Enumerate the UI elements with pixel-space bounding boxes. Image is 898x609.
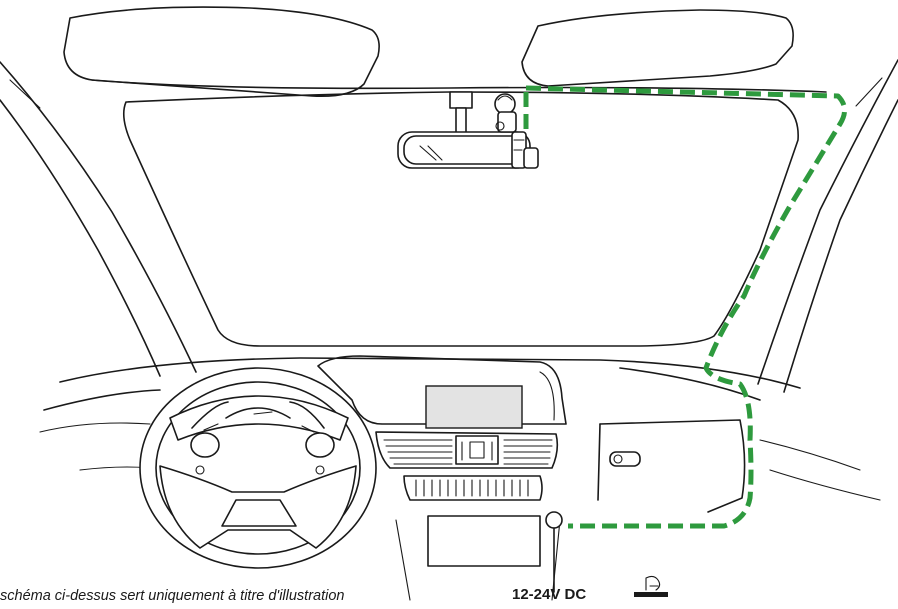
power-socket xyxy=(546,512,562,528)
air-vents xyxy=(376,432,557,468)
control-panel xyxy=(404,476,542,500)
cable-route xyxy=(526,88,845,526)
infotainment-screen xyxy=(426,386,522,428)
left-sun-visor xyxy=(64,7,379,96)
storage-tray xyxy=(428,516,540,566)
dashboard-top xyxy=(60,358,800,388)
cigarette-lighter-icon xyxy=(634,576,668,597)
dashboard-lower xyxy=(44,368,760,410)
right-a-pillar xyxy=(758,60,898,392)
steering-wheel xyxy=(140,368,376,568)
right-sun-visor xyxy=(522,10,793,86)
illustration-caption: schéma ci-dessus sert uniquement à titre… xyxy=(0,588,344,604)
glove-box xyxy=(598,420,745,512)
power-voltage-label: 12-24V DC xyxy=(512,586,586,603)
